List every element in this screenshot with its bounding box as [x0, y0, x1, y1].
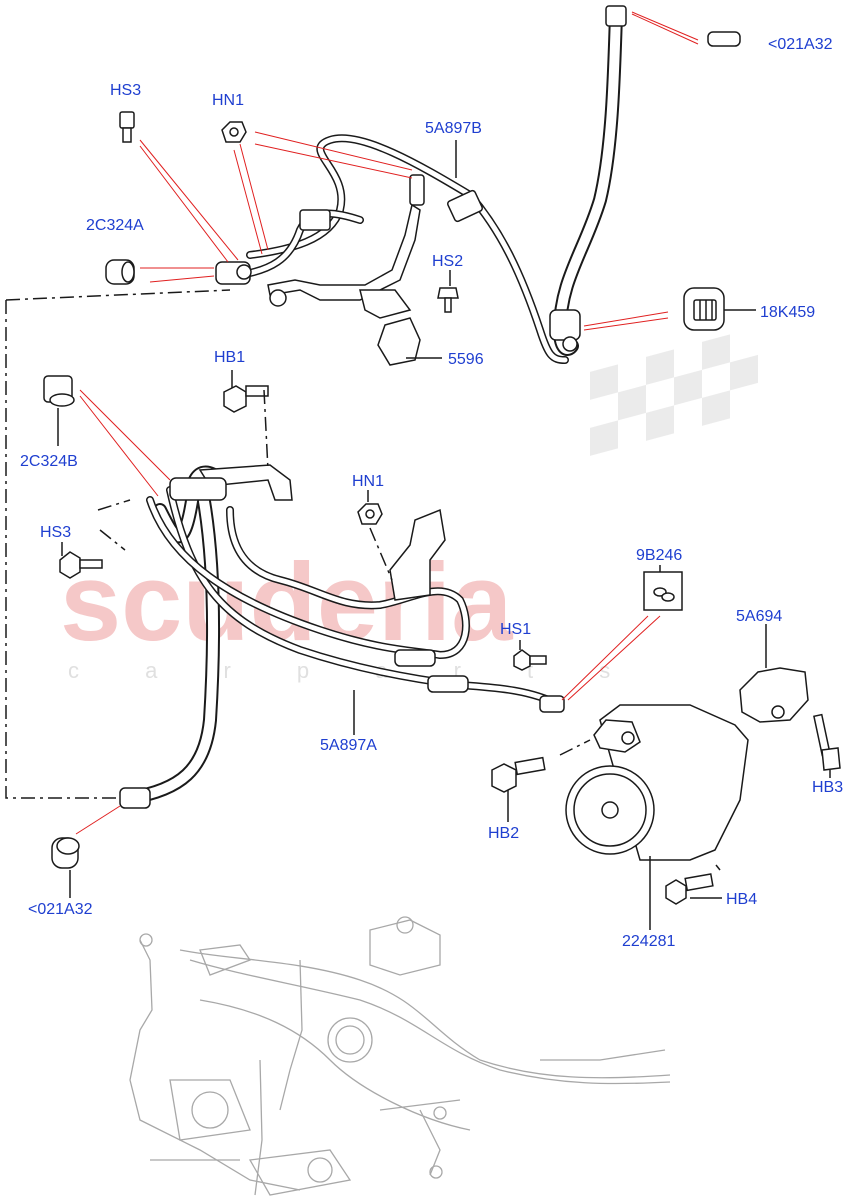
bolt-hb4[interactable]	[665, 873, 714, 905]
label-5a694[interactable]: 5A694	[736, 608, 782, 625]
pipe-bracket-upper	[215, 174, 484, 307]
label-5a897b[interactable]: 5A897B	[425, 120, 482, 137]
hn1-dash-line	[369, 527, 393, 581]
hs3-dash-line-2	[99, 529, 126, 551]
cap-021a32-top[interactable]	[707, 31, 741, 47]
bracket-5a694[interactable]	[739, 667, 809, 723]
nut-hn1-top[interactable]	[221, 121, 247, 143]
hb2-dash-line	[559, 739, 591, 756]
bolt-hs2[interactable]	[437, 287, 459, 313]
hb1-dash-line	[263, 389, 269, 471]
watermark: scuderia c a r p a r t s	[60, 334, 758, 683]
label-hs2[interactable]: HS2	[432, 253, 463, 270]
pipe-bracket-lower	[169, 464, 446, 601]
nut-hn1-mid[interactable]	[357, 503, 383, 525]
bolt-hb1[interactable]	[223, 385, 269, 413]
label-18k459[interactable]: 18K459	[760, 304, 815, 321]
label-5596[interactable]: 5596	[448, 351, 484, 368]
vehicle-overview-ghost	[129, 916, 671, 1196]
label-5a897a[interactable]: 5A897A	[320, 737, 377, 754]
grommet-2c324a[interactable]	[105, 259, 135, 285]
power-steering-pump[interactable]	[565, 704, 749, 871]
label-hs3-mid[interactable]: HS3	[40, 524, 71, 541]
checkered-flag-watermark	[590, 334, 758, 456]
pressure-pipe-lower[interactable]	[146, 486, 565, 713]
label-hs1[interactable]: HS1	[500, 621, 531, 638]
o-ring-9b246[interactable]	[643, 571, 683, 611]
clamp-18k459[interactable]	[683, 287, 725, 331]
bracket-5596[interactable]	[359, 289, 421, 366]
leader-lines	[57, 140, 831, 930]
bolt-hb3[interactable]	[813, 713, 841, 771]
assembly-dashed-link-left	[5, 289, 231, 799]
label-hb1[interactable]: HB1	[214, 349, 245, 366]
grommet-2c324b[interactable]	[43, 375, 75, 407]
label-021a32-bottom[interactable]: <021A32	[28, 901, 93, 918]
hose-clamp[interactable]	[549, 309, 581, 352]
label-224281[interactable]: 224281	[622, 933, 675, 950]
part-labels: HS3 HN1 5A897B <021A32 2C324A HS2 18K459…	[20, 36, 843, 950]
label-hn1-mid[interactable]: HN1	[352, 473, 384, 490]
label-hs3-top[interactable]: HS3	[110, 82, 141, 99]
bolt-hb2[interactable]	[491, 756, 546, 793]
label-9b246[interactable]: 9B246	[636, 547, 682, 564]
label-hb2[interactable]: HB2	[488, 825, 519, 842]
hs3-dash-line	[97, 499, 131, 511]
label-2c324a[interactable]: 2C324A	[86, 217, 144, 234]
pressure-pipe-upper-branch[interactable]	[236, 209, 364, 279]
label-hb4[interactable]: HB4	[726, 891, 757, 908]
label-2c324b[interactable]: 2C324B	[20, 453, 78, 470]
label-021a32-top[interactable]: <021A32	[768, 36, 833, 53]
cap-021a32-bottom[interactable]	[51, 837, 80, 869]
return-hose-upper[interactable]	[553, 5, 627, 356]
label-hb3[interactable]: HB3	[812, 779, 843, 796]
label-hn1-top[interactable]: HN1	[212, 92, 244, 109]
bolt-hs3-top[interactable]	[119, 111, 135, 143]
callout-lines	[75, 11, 699, 835]
bolt-hs3-mid[interactable]	[59, 551, 103, 579]
feed-hose-lower[interactable]	[119, 473, 220, 809]
bolt-hs1[interactable]	[513, 649, 547, 671]
